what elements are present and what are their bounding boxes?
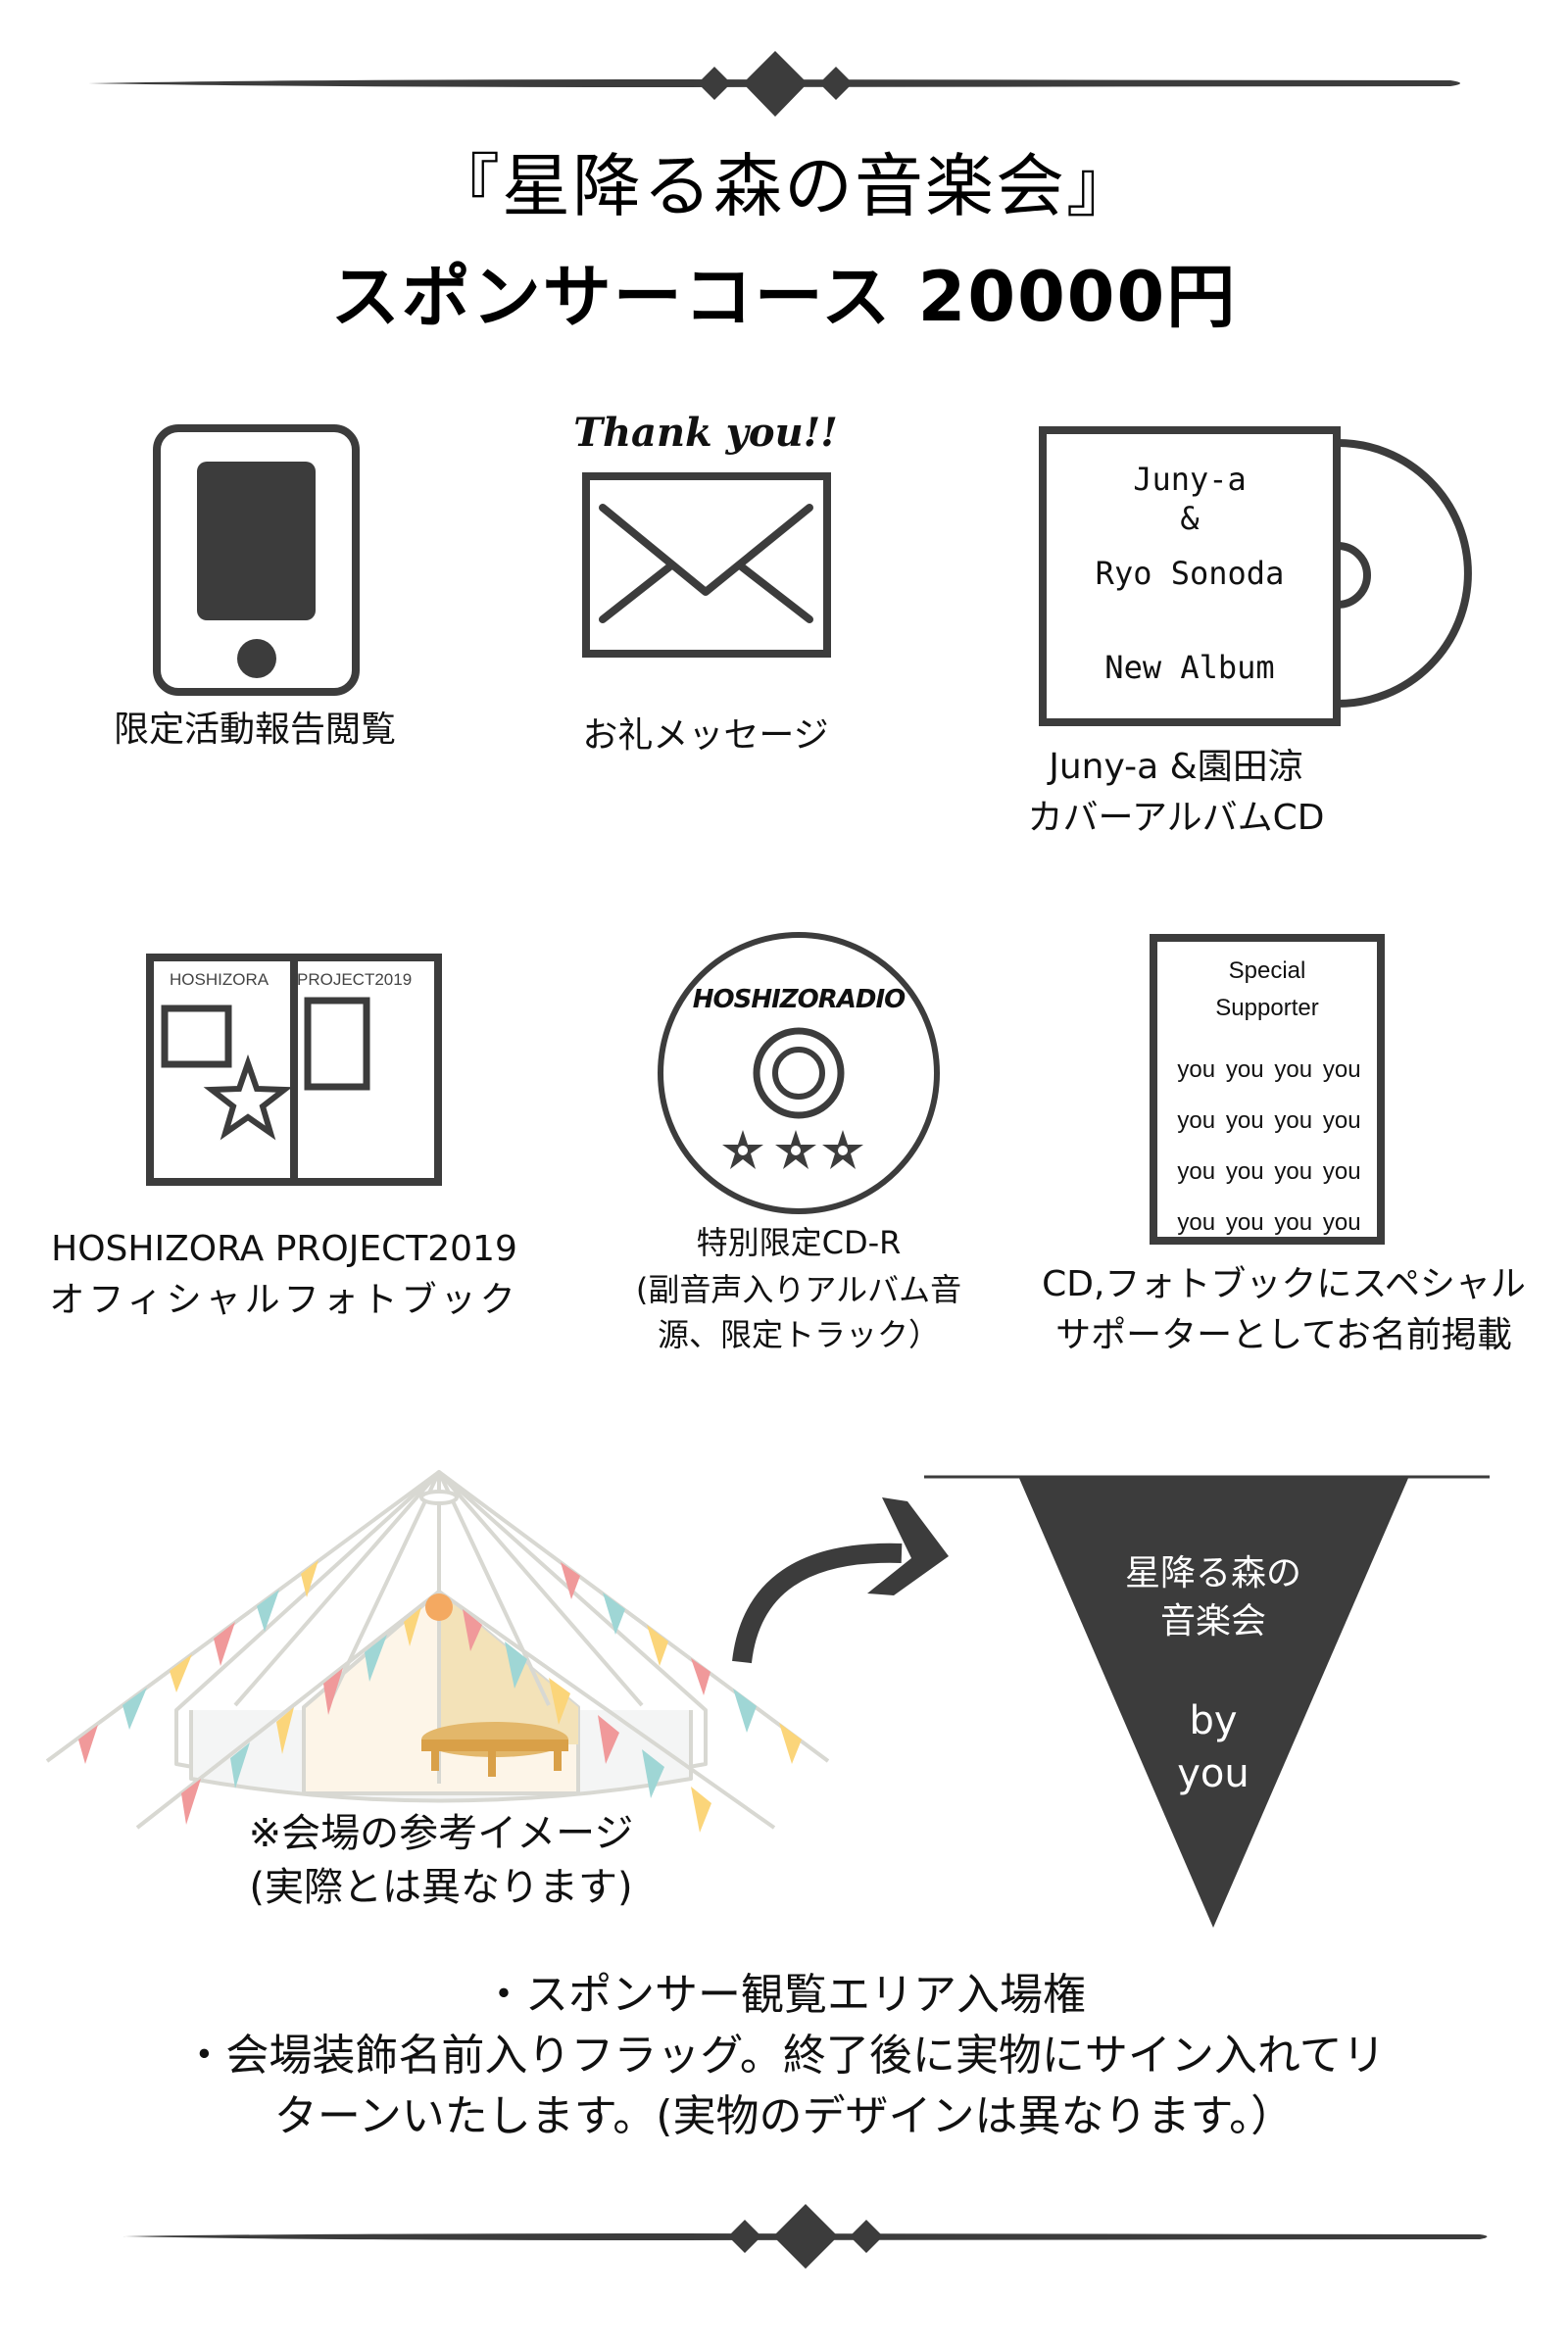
reward-label-album-line2: カバーアルバムCD [1027, 798, 1325, 838]
reward-label-photobook-line2: オフィシャルフォトブック [49, 1280, 519, 1320]
page-title: 『星降る森の音楽会』 [431, 146, 1137, 226]
card-name: you [1177, 1209, 1216, 1236]
sleeve-text-new-album: New Album [1104, 649, 1275, 686]
photobook-cover-right-text: PROJECT2019 [297, 970, 413, 989]
reward-label-cdr-line2: (副音声入りアルバム音 [635, 1271, 962, 1308]
card-name: you [1322, 1107, 1361, 1134]
card-name: you [1225, 1107, 1264, 1134]
card-name: you [1177, 1158, 1216, 1185]
card-title-line2: Supporter [1215, 995, 1319, 1021]
card-title-line1: Special [1228, 957, 1306, 984]
thank-you-caption: Thank you!! [573, 410, 838, 456]
card-name: you [1225, 1209, 1264, 1236]
reward-label-thanks-message: お礼メッセージ [582, 715, 829, 756]
perk-line-3: ターンいたします。(実物のデザインは異なります。） [273, 2091, 1295, 2141]
card-name: you [1177, 1107, 1216, 1134]
card-name: you [1274, 1056, 1313, 1083]
envelope-icon [582, 472, 831, 658]
top-divider [88, 51, 1460, 117]
course-price-title: スポンサーコース 20000円 [330, 257, 1238, 337]
venue-image-caption-line2: (実際とは異なります) [249, 1865, 633, 1910]
pennant-text-line2: 音楽会 [1159, 1600, 1266, 1642]
card-name: you [1274, 1209, 1313, 1236]
card-name: you [1322, 1056, 1361, 1083]
card-name: you [1274, 1107, 1313, 1134]
card-name: you [1225, 1158, 1264, 1185]
reward-label-cdr-line3: 源、限定トラック） [657, 1316, 940, 1353]
sleeve-text-artist1: Juny-a [1133, 461, 1247, 498]
pennant-text-line3: by [1189, 1698, 1238, 1744]
sleeve-text-artist2: Ryo Sonoda [1095, 555, 1285, 592]
perk-line-1: ・スポンサー観覧エリア入場権 [482, 1970, 1086, 2020]
card-name: you [1225, 1056, 1264, 1083]
pennant-text-block: 星降る森の 音楽会 by you [1066, 1550, 1360, 1800]
reward-label-supporter-line1: CD,フォトブックにスペシャル [1042, 1264, 1526, 1304]
reward-label-album-line1: Juny-a &園田涼 [1049, 747, 1303, 787]
reward-label-cdr-line1: 特別限定CD-R [696, 1224, 902, 1261]
sleeve-text-ampersand: & [1180, 500, 1200, 537]
venue-image-caption-line1: ※会場の参考イメージ [248, 1811, 634, 1856]
perk-line-2: ・会場装飾名前入りフラッグ。終了後に実物にサイン入れてリ [182, 2031, 1386, 2081]
disc-label-text: HOSHIZORADIO [692, 985, 906, 1014]
card-name: you [1274, 1158, 1313, 1185]
card-name: you [1177, 1056, 1216, 1083]
smartphone-icon [153, 424, 360, 696]
album-cd-icon [1039, 426, 1472, 726]
reward-label-activity-report: 限定活動報告閲覧 [113, 710, 396, 750]
cd-r-disc-icon [658, 932, 940, 1214]
reward-label-photobook-line1: HOSHIZORA PROJECT2019 [51, 1229, 517, 1269]
photobook-icon [146, 954, 442, 1186]
card-title: Special Supporter [1153, 953, 1381, 1027]
card-name: you [1322, 1209, 1361, 1236]
reward-label-supporter-line2: サポーターとしてお名前掲載 [1055, 1315, 1512, 1355]
card-name: you [1322, 1158, 1361, 1185]
card-names-grid: you you you you you you you you you you … [1176, 1056, 1362, 1237]
pennant-text-line4: you [1177, 1751, 1250, 1797]
pennant-text-line1: 星降る森の [1124, 1553, 1301, 1593]
photobook-cover-left-text: HOSHIZORA [170, 970, 270, 989]
supporter-card-icon [1150, 934, 1385, 1245]
